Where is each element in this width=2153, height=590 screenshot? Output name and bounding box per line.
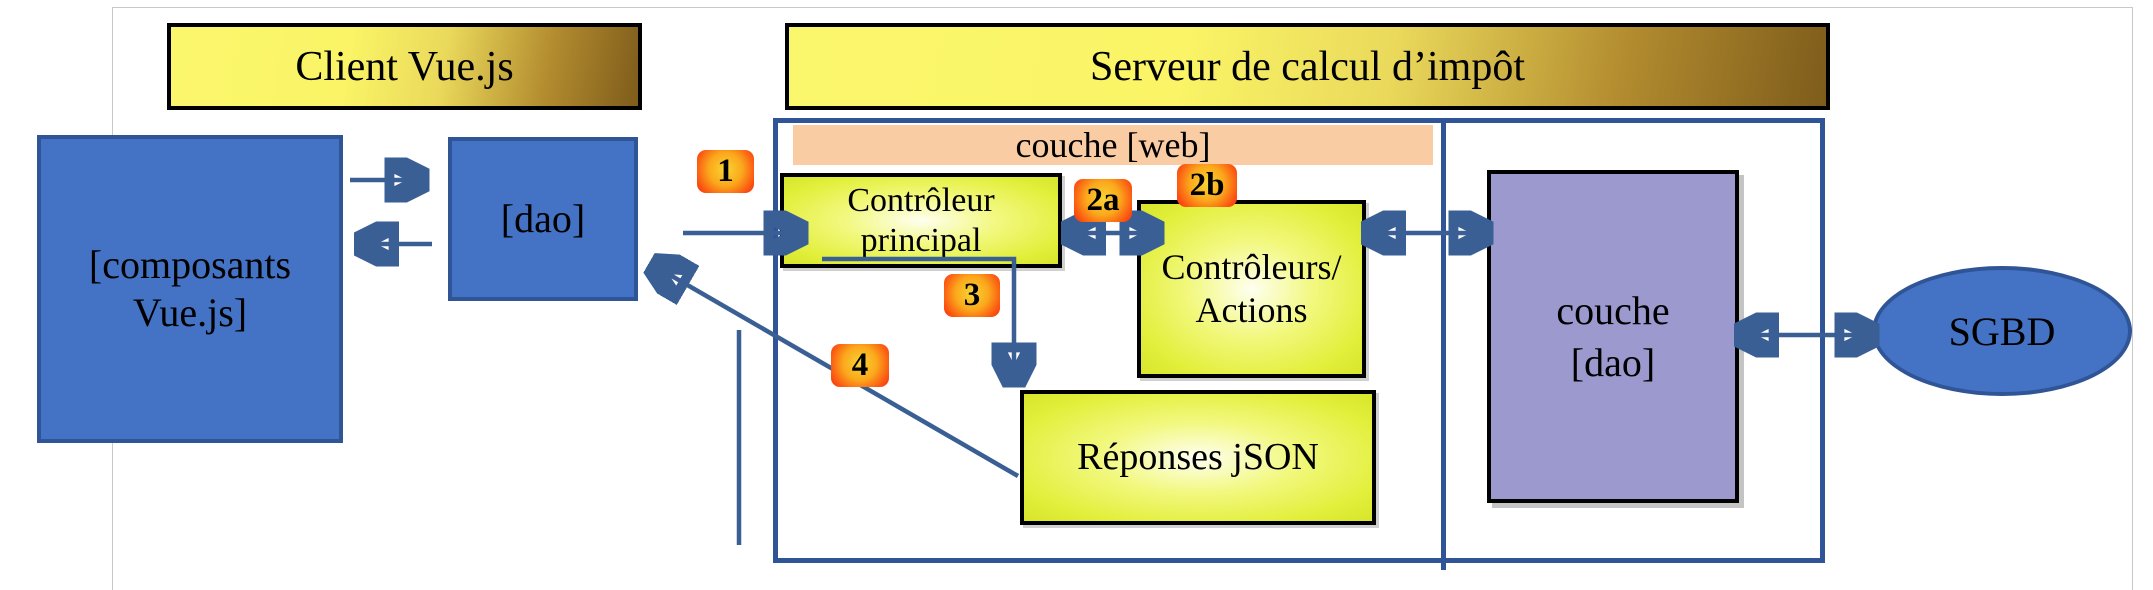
couche-web-label: couche [web] xyxy=(1015,125,1211,165)
node-composants-vuejs: [composants Vue.js] xyxy=(37,135,343,443)
step-badge-2b: 2b xyxy=(1177,164,1237,207)
client-header-label: Client Vue.js xyxy=(295,43,514,90)
step-badge-2b-label: 2b xyxy=(1189,167,1225,203)
client-header: Client Vue.js xyxy=(167,23,642,110)
step-badge-3-label: 3 xyxy=(963,277,981,313)
step-badge-1-label: 1 xyxy=(717,153,734,189)
step-badge-1: 1 xyxy=(697,150,754,193)
node-controleur-principal-line2: principal xyxy=(860,221,982,259)
step-badge-3: 3 xyxy=(944,274,1000,317)
node-controleurs-actions-line1: Contrôleurs/ xyxy=(1161,246,1342,287)
node-client-dao-label: [dao] xyxy=(500,196,586,241)
step-badge-2a: 2a xyxy=(1074,179,1132,222)
node-sgbd: SGBD xyxy=(1872,266,2132,396)
node-controleur-principal-line1: Contrôleur xyxy=(847,182,995,220)
step-badge-4-label: 4 xyxy=(851,347,869,383)
node-composants-line2: Vue.js] xyxy=(132,290,248,335)
server-header: Serveur de calcul d’impôt xyxy=(785,23,1830,110)
node-client-dao: [dao] xyxy=(448,137,638,301)
node-reponses-json-label: Réponses jSON xyxy=(1077,435,1319,478)
node-controleurs-actions-line2: Actions xyxy=(1195,290,1308,330)
couche-web-banner: couche [web] xyxy=(793,125,1433,165)
node-controleurs-actions: Contrôleurs/ Actions xyxy=(1137,200,1366,378)
node-couche-dao: couche [dao] xyxy=(1487,170,1739,503)
node-reponses-json: Réponses jSON xyxy=(1020,390,1376,525)
node-sgbd-label: SGBD xyxy=(1948,308,2056,354)
node-composants-line1: [composants xyxy=(88,242,292,287)
node-couche-dao-line1: couche xyxy=(1556,287,1670,333)
server-zone-divider xyxy=(1441,118,1446,570)
server-header-label: Serveur de calcul d’impôt xyxy=(1089,43,1525,90)
node-controleur-principal: Contrôleur principal xyxy=(780,173,1062,268)
step-badge-4: 4 xyxy=(831,344,889,387)
node-couche-dao-line2: [dao] xyxy=(1570,339,1656,385)
step-badge-2a-label: 2a xyxy=(1086,182,1120,218)
